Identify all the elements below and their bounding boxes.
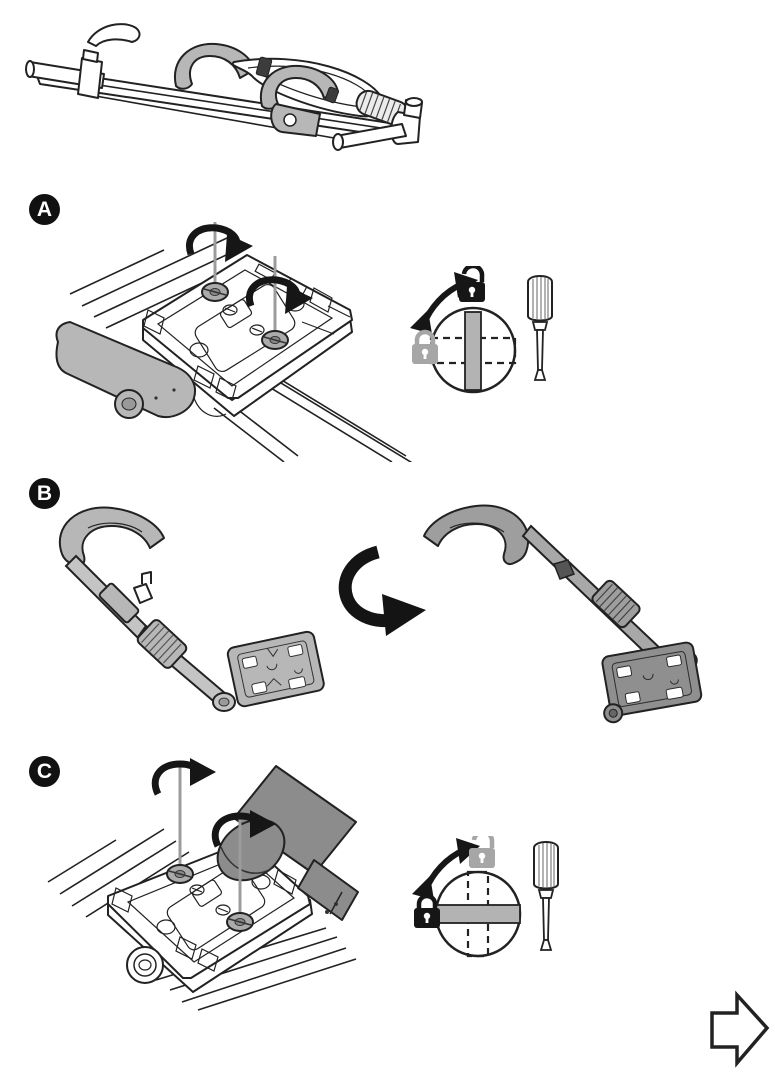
screwdriver-icon [527, 275, 553, 381]
turn-arrow-icon [186, 224, 253, 262]
carrier-arm [216, 765, 359, 921]
mount-foot [270, 103, 321, 137]
wheel-tray-tip [25, 23, 141, 99]
unlock-dial-icon [410, 266, 517, 394]
step-b-badge: B [29, 478, 60, 509]
mount-plate [601, 641, 703, 724]
locked-padlock-icon [414, 893, 440, 928]
unlocked-padlock-icon [469, 836, 495, 868]
step-a-illustration [55, 222, 413, 462]
strap-clip [324, 86, 340, 104]
step-c-illustration [47, 758, 359, 1011]
screw-rod [178, 766, 242, 918]
locked-padlock-icon [412, 329, 438, 364]
locking-screw [226, 912, 254, 932]
clip-tab [133, 571, 153, 604]
shaft-sleeve [98, 582, 140, 624]
step-c-badge: C [29, 756, 60, 787]
next-page-arrow [710, 990, 770, 1068]
locking-screw [201, 282, 229, 302]
screw-slot-vertical [464, 311, 482, 391]
screw-slot-horizontal [435, 904, 521, 924]
hinge-boss [126, 946, 164, 984]
locking-screw [166, 864, 194, 884]
unlocked-padlock-icon [459, 266, 485, 302]
step-a-badge: A [29, 194, 60, 225]
turn-arrow-icon [151, 758, 216, 796]
ratchet-sleeve [591, 579, 641, 629]
carrier-arm [55, 321, 227, 419]
clip-tab [552, 559, 576, 580]
assembled-carrier-illustration [25, 23, 423, 151]
lock-dial-icon [412, 836, 522, 958]
turn-arrow-icon [246, 276, 313, 314]
mount-plate [226, 630, 325, 708]
strap-clip [255, 56, 273, 78]
turn-arrow-icon [211, 810, 276, 848]
crossbar-feet [332, 97, 423, 151]
flip-arrow-icon [338, 545, 426, 636]
arm-after-flip [423, 504, 703, 724]
screw-rod [213, 222, 277, 336]
locking-screw [261, 330, 289, 350]
step-b-illustration [59, 504, 703, 724]
arm-before-flip [59, 506, 325, 712]
ratchet-sleeve [136, 619, 188, 669]
hook [423, 504, 529, 565]
screwdriver-icon [533, 841, 559, 951]
